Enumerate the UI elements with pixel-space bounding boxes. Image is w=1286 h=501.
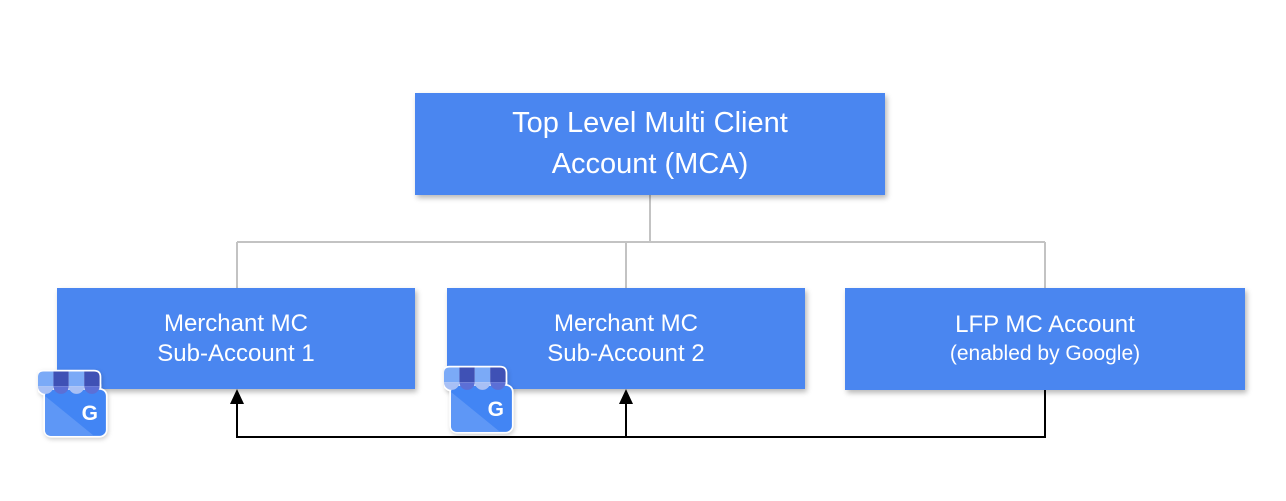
node-label-line: Sub-Account 1 [157,339,315,367]
node-label-line: (enabled by Google) [949,342,1141,365]
tree-connector-path [236,195,1046,289]
node-lfp-mc-account: LFP MC Account (enabled by Google) [845,288,1245,390]
arrow-up-icon [230,389,244,404]
node-merchant-sub-account-1: Merchant MC Sub-Account 1 [57,288,415,389]
node-label-line: Sub-Account 2 [547,339,705,367]
feed-connector-path [236,390,1046,438]
node-label-line: Top Level Multi Client [512,107,788,139]
google-business-profile-icon: G [444,365,514,434]
g-letter: G [82,402,98,425]
node-label-line: LFP MC Account [955,311,1135,338]
awning [38,371,100,394]
google-business-profile-icon: G [38,369,108,438]
awning [444,367,506,390]
g-letter: G [488,398,504,421]
storefront-body [451,385,512,432]
node-label-line: Account (MCA) [551,148,749,180]
node-top-level-mca: Top Level Multi Client Account (MCA) [415,93,885,195]
node-label-line: Merchant MC [553,309,699,337]
node-label-line: Merchant MC [163,309,309,337]
storefront-body [45,389,106,436]
arrow-up-icon [619,389,633,404]
